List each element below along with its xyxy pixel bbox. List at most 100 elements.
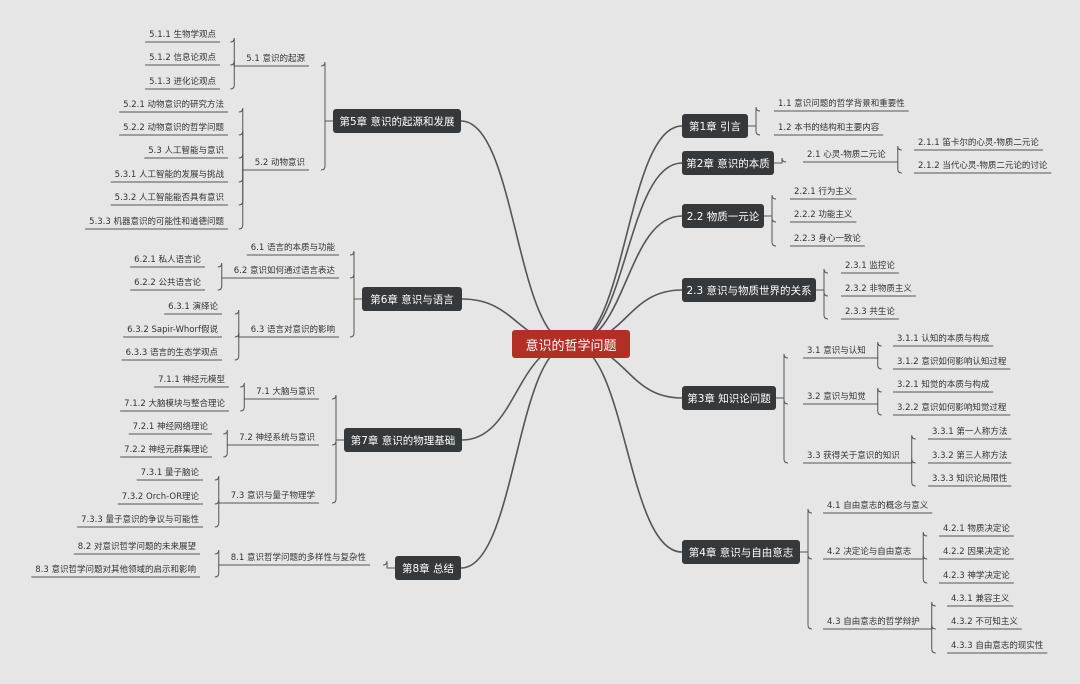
subtopic-node[interactable]: 4.3.3 自由意志的现实性 (951, 641, 1044, 651)
connector-line (816, 289, 829, 320)
connector-line (923, 624, 936, 630)
subtopic-node[interactable]: 4.3.2 不可知主义 (951, 617, 1018, 627)
connector-line (234, 332, 247, 338)
chapter-node[interactable]: 第4章 意识与自由意志 (682, 540, 800, 564)
topic-node[interactable]: 4.3 自由意志的哲学辩护 (827, 617, 920, 627)
connector-line (234, 336, 247, 361)
topic-node[interactable]: 2.1 心灵-物质二元论 (807, 150, 886, 160)
subtopic-node[interactable]: 7.3.1 量子脑论 (140, 468, 199, 478)
topic-node[interactable]: 2.3.3 共生论 (845, 307, 895, 317)
subtopic-node[interactable]: 5.3.1 人工智能的发展与挑战 (114, 170, 224, 180)
connector-line (238, 169, 251, 183)
subtopic-node[interactable]: 5.1.1 生物学观点 (149, 30, 216, 40)
chapter-node[interactable]: 第3章 知识论问题 (682, 386, 776, 410)
topic-node[interactable]: 8.1 意识哲学问题的多样性与复杂性 (230, 553, 366, 563)
connector-line (915, 531, 928, 560)
connector-line (230, 37, 243, 67)
connector-line (903, 462, 916, 487)
connector-line (764, 215, 777, 247)
subtopic-node[interactable]: 2.1.2 当代心灵-物质二元论的讨论 (918, 161, 1048, 171)
subtopic-node[interactable]: 3.2.1 知觉的本质与构成 (897, 380, 990, 390)
connector-line (889, 145, 902, 163)
chapter-node[interactable]: 2.3 意识与物质世界的关系 (682, 278, 816, 302)
topic-node[interactable]: 6.1 语言的本质与功能 (250, 243, 335, 253)
subtopic-node[interactable]: 6.3.2 Sapir-Whorf假说 (127, 325, 218, 335)
topic-node[interactable]: 7.3 意识与量子物理学 (230, 491, 315, 501)
connector-line (923, 628, 936, 654)
root-topic[interactable]: 意识的哲学问题 (512, 330, 630, 358)
topic-node[interactable]: 3.2 意识与知觉 (807, 392, 866, 402)
topic-node[interactable]: 3.1 意识与认知 (807, 346, 866, 356)
topic-node[interactable]: 2.3.2 非物质主义 (845, 284, 912, 294)
chapter-node[interactable]: 第7章 意识的物理基础 (344, 428, 462, 452)
subtopic-node[interactable]: 3.1.2 意识如何影响认知过程 (897, 357, 1007, 367)
subtopic-node[interactable]: 3.3.3 知识论局限性 (932, 474, 1008, 484)
subtopic-node[interactable]: 3.3.1 第一人称方法 (932, 427, 1008, 437)
topic-node[interactable]: 6.2 意识如何通过语言表达 (233, 266, 335, 276)
subtopic-node[interactable]: 7.3.3 量子意识的争议与可能性 (81, 515, 199, 525)
chapter-node[interactable]: 第8章 总结 (395, 556, 461, 580)
subtopic-node[interactable]: 7.1.2 大脑模块与整合理论 (124, 399, 225, 409)
topic-node[interactable]: 7.1 大脑与意识 (256, 387, 315, 397)
topic-node[interactable]: 4.2 决定论与自由意志 (827, 547, 912, 557)
subtopic-node[interactable]: 2.1.1 笛卡尔的心灵-物质二元论 (918, 138, 1039, 148)
subtopic-node[interactable]: 3.3.2 第三人称方法 (932, 451, 1008, 461)
connector-line (800, 551, 813, 630)
subtopic-node[interactable]: 4.2.2 因果决定论 (943, 547, 1010, 557)
topic-node[interactable]: 2.2.2 功能主义 (794, 210, 853, 220)
topic-node[interactable]: 5.2 动物意识 (254, 158, 305, 168)
subtopic-node[interactable]: 5.2.2 动物意识的哲学问题 (123, 123, 224, 133)
connector-line (230, 65, 243, 90)
subtopic-node[interactable]: 5.1.3 进化论观点 (149, 77, 216, 87)
subtopic-node[interactable]: 6.3.3 语言的生态学观点 (125, 348, 218, 358)
connector-line (869, 387, 882, 405)
topic-node[interactable]: 2.2.1 行为主义 (794, 187, 853, 197)
subtopic-node[interactable]: 6.3.1 演绎论 (168, 302, 218, 312)
connector-line (764, 215, 777, 223)
connector-line (816, 289, 829, 297)
subtopic-node[interactable]: 5.1.2 信息论观点 (149, 53, 216, 63)
subtopic-node[interactable]: 3.1.1 认知的本质与构成 (897, 334, 990, 344)
topic-node[interactable]: 1.2 本书的结构和主要内容 (778, 123, 880, 133)
subtopic-node[interactable]: 7.2.1 神经网络理论 (132, 422, 208, 432)
connector-line (869, 357, 882, 370)
topic-node[interactable]: 4.1 自由意志的概念与意义 (827, 501, 929, 511)
connector-line (331, 394, 344, 441)
connector-line (748, 106, 761, 127)
topic-node[interactable]: 7.2 神经系统与意识 (239, 433, 315, 443)
connector-line (238, 107, 251, 171)
subtopic-node[interactable]: 3.2.2 意识如何影响知觉过程 (897, 403, 1007, 413)
topic-node[interactable]: 2.2.3 身心一致论 (794, 234, 861, 244)
subtopic-node[interactable]: 5.2.1 动物意识的研究方法 (123, 100, 224, 110)
subtopic-node[interactable]: 7.2.2 神经元群集理论 (124, 445, 208, 455)
subtopic-node[interactable]: 5.3.2 人工智能能否具有意识 (114, 193, 224, 203)
topic-node[interactable]: 1.1 意识问题的哲学背景和重要性 (778, 99, 905, 109)
connector-line (214, 502, 227, 528)
chapter-node[interactable]: 第5章 意识的起源和发展 (333, 109, 461, 133)
subtopic-node[interactable]: 7.1.1 神经元模型 (158, 375, 225, 385)
subtopic-node[interactable]: 5.3 人工智能与意识 (148, 146, 224, 156)
connector-line (238, 153, 251, 171)
chapter-node[interactable]: 第1章 引言 (682, 114, 748, 138)
chapter-node[interactable]: 第6章 意识与语言 (362, 287, 462, 311)
subtopic-node[interactable]: 6.2.2 公共语言论 (134, 278, 201, 288)
subtopic-node[interactable]: 5.3.3 机器意识的可能性和道德问题 (89, 217, 224, 227)
connector-line (570, 343, 683, 553)
topic-node[interactable]: 2.3.1 监控论 (845, 261, 895, 271)
subtopic-node[interactable]: 4.3.1 兼容主义 (951, 594, 1010, 604)
chapter-node[interactable]: 第2章 意识的本质 (682, 151, 774, 175)
subtopic-node[interactable]: 8.3 意识哲学问题对其他领域的启示和影响 (35, 565, 196, 575)
chapter-node[interactable]: 2.2 物质一元论 (682, 204, 764, 228)
subtopic-node[interactable]: 8.2 对意识哲学问题的未来展望 (77, 542, 196, 552)
subtopic-node[interactable]: 4.2.3 神学决定论 (943, 571, 1010, 581)
connector-line (923, 601, 936, 630)
connector-line (382, 560, 395, 569)
subtopic-node[interactable]: 4.2.1 物质决定论 (943, 524, 1010, 534)
subtopic-node[interactable]: 6.2.1 私人语言论 (134, 255, 201, 265)
topic-node[interactable]: 5.1 意识的起源 (246, 54, 305, 64)
connector-line (214, 475, 227, 504)
topic-node[interactable]: 3.3 获得关于意识的知识 (807, 451, 900, 461)
subtopic-node[interactable]: 7.3.2 Orch-OR理论 (121, 492, 199, 502)
topic-node[interactable]: 6.3 语言对意识的影响 (250, 325, 335, 335)
